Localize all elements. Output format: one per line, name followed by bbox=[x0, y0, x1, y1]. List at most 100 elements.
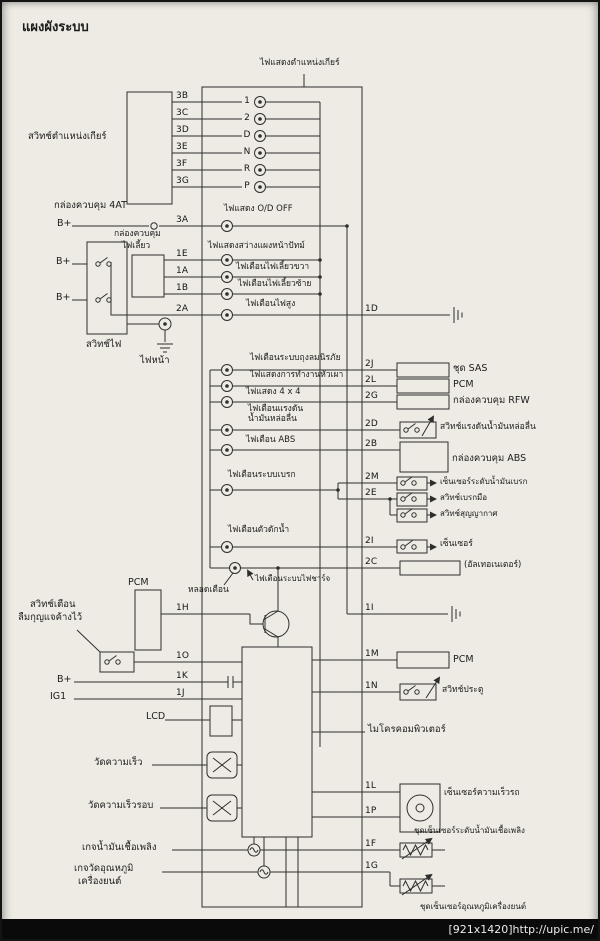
speedometer-label: วัดความเร็ว bbox=[94, 757, 143, 768]
speedometer-tachometer bbox=[152, 751, 242, 822]
high-beam-label: ไฟเตือนไฟสูง bbox=[246, 299, 296, 309]
key-reminder-label-1: สวิทช์เตือน bbox=[30, 599, 76, 610]
code-3A: 3A bbox=[176, 215, 189, 225]
watermark-text: [921x1420]http://upic.me/ bbox=[448, 922, 594, 936]
turn-signal-circuits bbox=[131, 254, 322, 300]
code-1A: 1A bbox=[176, 266, 189, 276]
code-1F: 1F bbox=[365, 839, 377, 849]
gear-pos-d: D bbox=[243, 130, 251, 140]
gear-switch-label: สวิทช์ตำแหน่งเกียร์ bbox=[28, 131, 107, 142]
pcm-and-transistor bbox=[134, 568, 461, 651]
oil-pressure-label-2: น้ำมันหล่อลื่น bbox=[248, 414, 297, 424]
charge-warning-circuit bbox=[210, 560, 461, 586]
pcm-label: PCM bbox=[453, 379, 474, 390]
headlight-label: ไฟหน้า bbox=[140, 355, 170, 366]
bplus-label: B+ bbox=[57, 218, 72, 229]
code-1I: 1I bbox=[365, 603, 374, 613]
code-1D: 1D bbox=[365, 304, 379, 314]
code-2C: 2C bbox=[365, 557, 378, 567]
bplus-label: B+ bbox=[56, 256, 71, 267]
pcm-left-label: PCM bbox=[128, 577, 149, 588]
pcm-right-label: PCM bbox=[453, 654, 474, 665]
light-switch-label: สวิทช์ไฟ bbox=[86, 339, 122, 350]
vacuum-switch-label: สวิทช์สุญญากาศ bbox=[440, 509, 498, 518]
code-2J: 2J bbox=[365, 359, 374, 369]
warning-bulb-label: หลอดเตือน bbox=[188, 585, 229, 595]
light-switch-circuit bbox=[72, 241, 463, 353]
turn-ctl-label-1: กล่องควบคุม bbox=[114, 229, 161, 239]
code-2I: 2I bbox=[365, 536, 374, 546]
gear-pos-1: 1 bbox=[244, 96, 250, 106]
instrument-cluster-outline bbox=[201, 74, 363, 908]
fuel-level-sensor-unit-label: ชุดเซ็นเซอร์ระดับน้ำมันเชื้อเพลิง bbox=[414, 826, 525, 835]
code-2E: 2E bbox=[365, 488, 377, 498]
gear-indicator-label: ไฟแสดงตำแหน่งเกียร์ bbox=[260, 58, 340, 68]
temp-gauge-label-1: เกจวัดอุณหภูมิ bbox=[74, 863, 134, 874]
rfw-control-label: กล่องควบคุม RFW bbox=[453, 395, 530, 406]
code-1K: 1K bbox=[176, 671, 189, 681]
watermark-bar: [921x1420]http://upic.me/ bbox=[2, 919, 598, 939]
code-1L: 1L bbox=[365, 781, 377, 791]
code-2L: 2L bbox=[365, 375, 377, 385]
water-separator-circuit bbox=[210, 539, 437, 554]
code-2G: 2G bbox=[365, 391, 379, 401]
warning-lamp-circuits bbox=[210, 362, 450, 473]
handbrake-switch-label: สวิทช์เบรกมือ bbox=[440, 493, 488, 502]
code-1M: 1M bbox=[365, 649, 379, 659]
code-3E: 3E bbox=[176, 142, 188, 152]
microcomputer-label: ไมโครคอมพิวเตอร์ bbox=[368, 724, 446, 735]
airbag-warning-label: ไฟเตือนระบบถุงลมนิรภัย bbox=[250, 353, 341, 363]
code-3F: 3F bbox=[176, 159, 188, 169]
temp-sensor-unit-label: ชุดเซ็นเซอร์อุณหภูมิเครื่องยนต์ bbox=[420, 902, 527, 911]
key-reminder-switch bbox=[76, 629, 242, 673]
code-1G: 1G bbox=[365, 861, 379, 871]
ig1-label: IG1 bbox=[50, 691, 67, 702]
right-side-circuits bbox=[312, 651, 450, 833]
turn-left-label: ไฟเตือนไฟเลี้ยวซ้าย bbox=[238, 279, 312, 289]
power-feeds bbox=[74, 676, 242, 700]
code-1H: 1H bbox=[176, 603, 189, 613]
key-reminder-label-2: ลืมกุญแจค้างไว้ bbox=[18, 612, 83, 623]
code-1N: 1N bbox=[365, 681, 378, 691]
gear-pos-r: R bbox=[243, 164, 251, 174]
bplus-label: B+ bbox=[56, 292, 71, 303]
brake-warning-label: ไฟเตือนระบบเบรก bbox=[228, 470, 296, 480]
lcd-and-microcomputer bbox=[165, 646, 365, 907]
alternator-label: (อัลเทอเนเตอร์) bbox=[464, 560, 522, 570]
bplus-label: B+ bbox=[57, 674, 72, 685]
gear-pos-2: 2 bbox=[244, 113, 250, 123]
code-1P: 1P bbox=[365, 806, 377, 816]
sas-unit-label: ชุด SAS bbox=[453, 363, 488, 374]
oil-pressure-switch-label: สวิทช์แรงดันน้ำมันหล่อลื่น bbox=[440, 422, 536, 432]
page-title: แผงผังระบบ bbox=[22, 20, 89, 35]
abs-warning-label: ไฟเตือน ABS bbox=[246, 435, 296, 445]
panel-illumination-label: ไฟแสดงสว่างแผงหน้าปัทม์ bbox=[208, 241, 305, 251]
code-3D: 3D bbox=[176, 125, 190, 135]
tachometer-label: วัดความเร็วรอบ bbox=[88, 800, 154, 811]
water-separator-label: ไฟเตือนตัวดักน้ำ bbox=[228, 525, 290, 535]
code-2D: 2D bbox=[365, 419, 379, 429]
code-2B: 2B bbox=[365, 439, 378, 449]
code-2M: 2M bbox=[365, 472, 379, 482]
brake-warning-circuit bbox=[210, 476, 437, 523]
glow-plug-label: ไฟแสดงการทำงานหัวเผา bbox=[250, 370, 344, 380]
turn-right-label: ไฟเตือนไฟเลี้ยวขวา bbox=[236, 262, 310, 272]
lcd-label: LCD bbox=[146, 711, 166, 722]
code-1E: 1E bbox=[176, 249, 188, 259]
code-1O: 1O bbox=[176, 651, 190, 661]
charge-warning-label: ไฟเตือนระบบไฟชาร์จ bbox=[255, 574, 331, 583]
abs-control-box-label: กล่องควบคุม ABS bbox=[452, 453, 527, 464]
code-1B: 1B bbox=[176, 283, 189, 293]
code-3B: 3B bbox=[176, 91, 189, 101]
turn-ctl-label-2: ไฟเลี้ยว bbox=[122, 241, 151, 251]
od-off-label: ไฟแสดง O/D OFF bbox=[224, 204, 293, 214]
speed-sensor-label: เซ็นเซอร์ความเร็วรถ bbox=[444, 788, 520, 798]
gear-position-switch-and-lamps bbox=[126, 91, 320, 205]
fuel-gauge-label: เกจน้ำมันเชื้อเพลิง bbox=[82, 842, 157, 853]
code-3C: 3C bbox=[176, 108, 189, 118]
code-2A: 2A bbox=[176, 304, 189, 314]
door-switch-label: สวิทช์ประตู bbox=[442, 685, 484, 695]
gear-pos-p: P bbox=[244, 181, 250, 191]
